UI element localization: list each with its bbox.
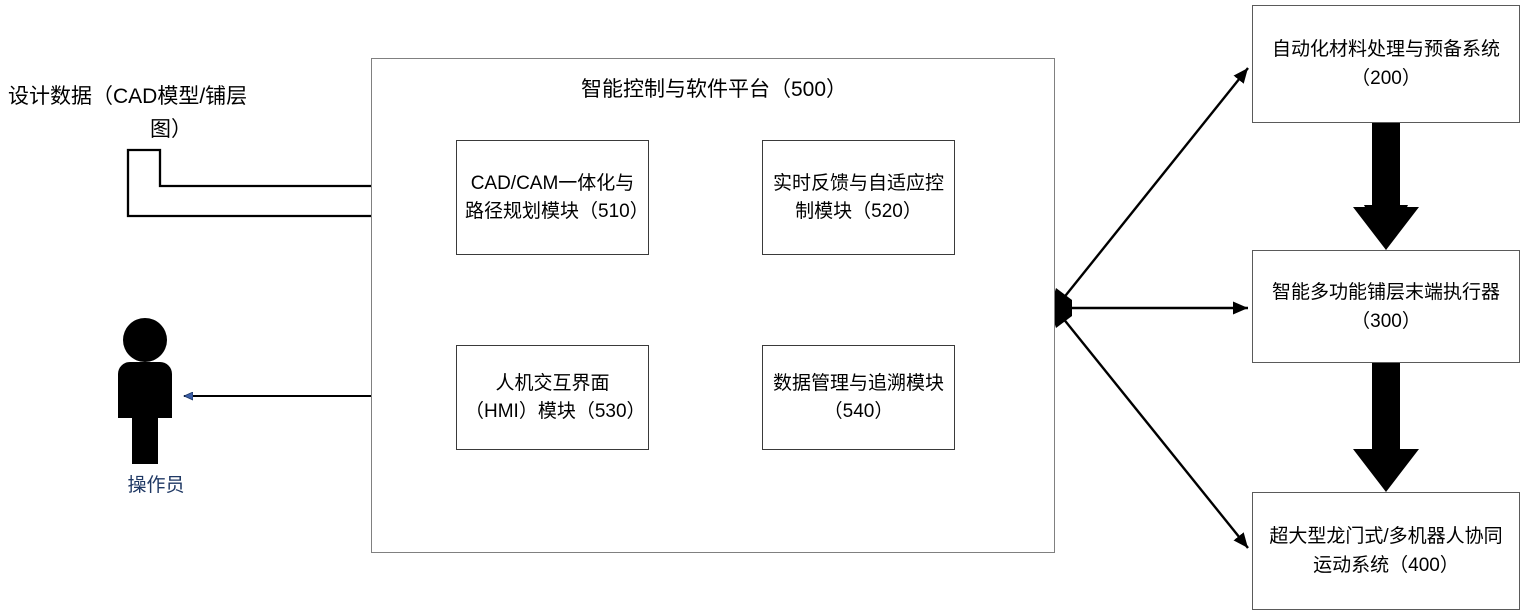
- design-data-line2: 图）: [150, 118, 192, 141]
- design-data-label: 设计数据（CAD模型/铺层 图）: [8, 80, 298, 146]
- module-510[interactable]: CAD/CAM一体化与路径规划模块（510）: [456, 140, 649, 255]
- module-520[interactable]: 实时反馈与自适应控制模块（520）: [762, 140, 955, 255]
- person-icon: [118, 318, 172, 464]
- subsystem-400[interactable]: 超大型龙门式/多机器人协同运动系统（400）: [1252, 492, 1520, 610]
- link-to-400: [1057, 311, 1249, 549]
- link-to-200: [1057, 67, 1249, 306]
- design-data-line1: 设计数据（CAD模型/铺层: [8, 85, 248, 108]
- module-530[interactable]: 人机交互界面（HMI）模块（530）: [456, 345, 649, 450]
- operator-label: 操作员: [127, 475, 185, 496]
- arrow-300-400: [1353, 363, 1419, 492]
- subsystem-300[interactable]: 智能多功能铺层末端执行器（300）: [1252, 250, 1520, 363]
- platform-title: 智能控制与软件平台（500）: [580, 78, 848, 101]
- arrow-200-300: [1353, 123, 1419, 250]
- subsystem-200[interactable]: 自动化材料处理与预备系统（200）: [1252, 5, 1520, 123]
- module-540[interactable]: 数据管理与追溯模块（540）: [762, 345, 955, 450]
- platform-container: 智能控制与软件平台（500）: [371, 58, 1055, 553]
